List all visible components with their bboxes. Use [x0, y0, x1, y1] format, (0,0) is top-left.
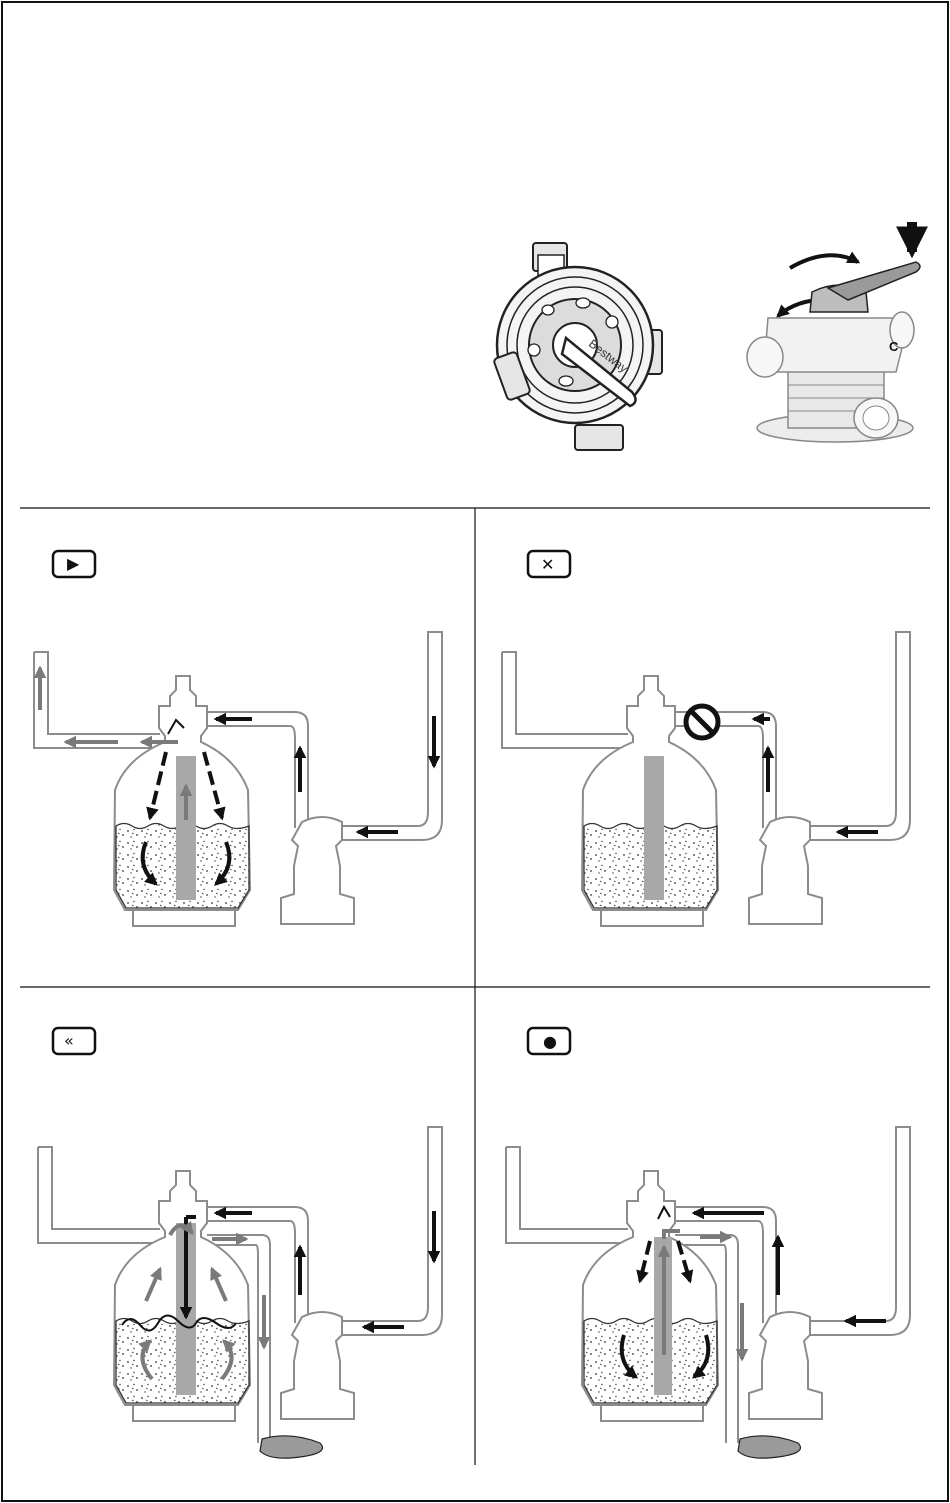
close-icon: ✕: [541, 555, 554, 574]
valve-top-view: Bestway: [493, 243, 662, 450]
panel-backwash: «: [38, 1028, 442, 1458]
panel-rinse: ●: [506, 1028, 910, 1458]
blocked-icon: [686, 706, 718, 738]
valve-side-letter: C: [889, 339, 899, 354]
double-chevron-left-icon: «: [64, 1031, 74, 1050]
panel-filter: ▶: [34, 551, 442, 926]
play-icon: ▶: [67, 554, 80, 573]
waste-puddle: [738, 1436, 801, 1458]
valve-side-view: C: [747, 222, 920, 442]
mode-symbol-box: [53, 1028, 95, 1054]
panel-closed: ✕: [502, 551, 910, 926]
waste-puddle: [260, 1436, 323, 1458]
droplet-icon: ●: [543, 1032, 557, 1051]
